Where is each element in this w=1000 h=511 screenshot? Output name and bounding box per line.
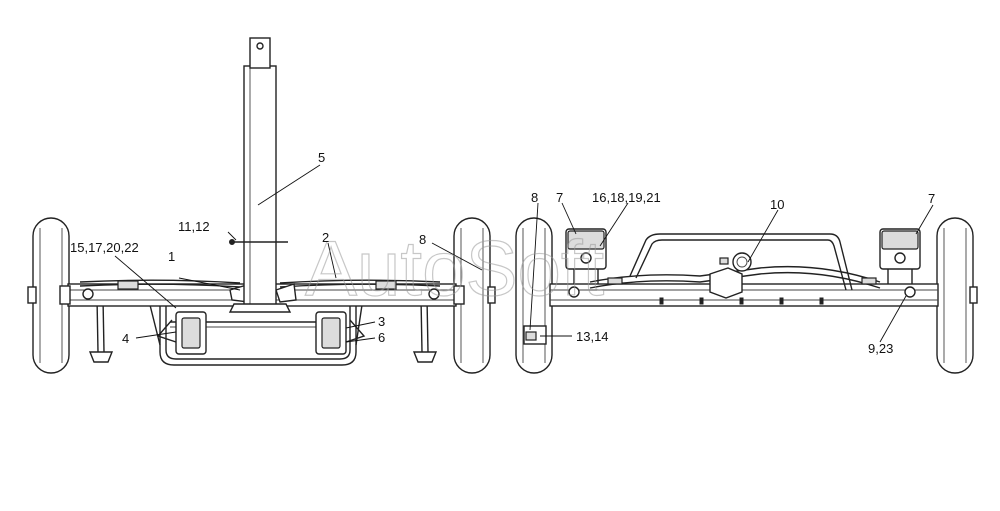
- callout-6: 6: [378, 330, 385, 345]
- clamp-brackets: [156, 311, 366, 355]
- tow-bar: [228, 37, 292, 313]
- leader-lines: [114, 164, 934, 343]
- callout-4: 4: [122, 331, 129, 346]
- callout-5: 5: [318, 150, 325, 165]
- callout-15-17-20-22: 15,17,20,22: [70, 240, 139, 255]
- callout-13-14: 13,14: [576, 329, 609, 344]
- callout-7-left: 7: [556, 190, 563, 205]
- tail-lamps: [565, 228, 921, 284]
- callout-8-rear: 8: [531, 190, 538, 205]
- support-legs: [88, 297, 438, 363]
- callout-labels: 1 2 3 4 5 6 7 7 8 8 10 11,12 13,14 15,17…: [70, 150, 935, 356]
- axle-beam-rear: [549, 283, 939, 307]
- callout-2: 2: [322, 230, 329, 245]
- callout-1: 1: [168, 249, 175, 264]
- rear-view: [515, 217, 978, 374]
- callout-11-12: 11,12: [178, 219, 210, 234]
- left-wheel-rear: [515, 217, 553, 374]
- front-view: [27, 37, 496, 374]
- wiring-frame: [589, 233, 881, 299]
- right-wheel-rear: [936, 217, 978, 374]
- callout-3: 3: [378, 314, 385, 329]
- callout-10: 10: [770, 197, 784, 212]
- callout-7-right: 7: [928, 191, 935, 206]
- callout-9-23: 9,23: [868, 341, 893, 356]
- callout-8-front: 8: [419, 232, 426, 247]
- watermark-text: AutoSoft: [305, 224, 605, 312]
- callout-16-18-19-21: 16,18,19,21: [592, 190, 661, 205]
